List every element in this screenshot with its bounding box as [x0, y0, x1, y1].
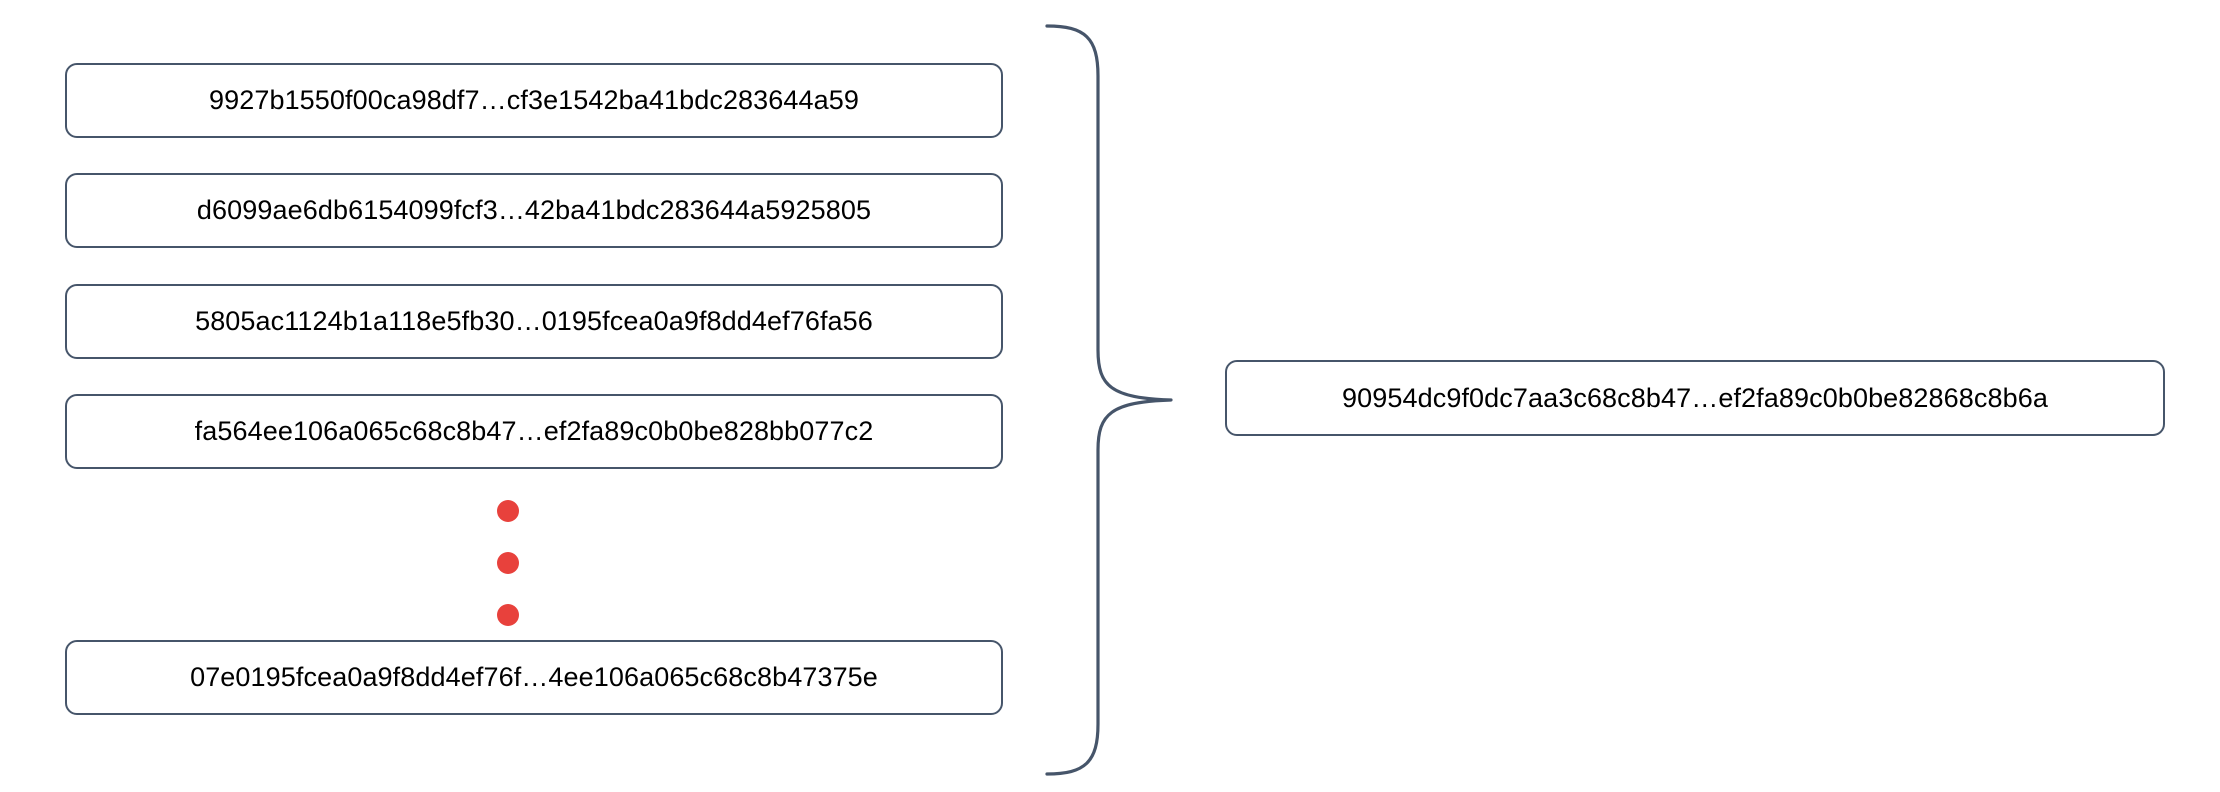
vertical-ellipsis-icon [497, 500, 521, 628]
ellipsis-dot-1 [497, 500, 519, 522]
input-hash-text-last: 07e0195fcea0a9f8dd4ef76f…4ee106a065c68c8… [190, 662, 878, 692]
input-hash-box-4: fa564ee106a065c68c8b47…ef2fa89c0b0be828b… [65, 394, 1003, 469]
input-hash-text-4: fa564ee106a065c68c8b47…ef2fa89c0b0be828b… [194, 416, 874, 446]
output-hash-box: 90954dc9f0dc7aa3c68c8b47…ef2fa89c0b0be82… [1225, 360, 2165, 436]
input-hash-box-2: d6099ae6db6154099fcf3…42ba41bdc283644a59… [65, 173, 1003, 248]
input-hash-box-1: 9927b1550f00ca98df7…cf3e1542ba41bdc28364… [65, 63, 1003, 138]
input-hash-text-3: 5805ac1124b1a118e5fb30…0195fcea0a9f8dd4e… [195, 306, 873, 336]
grouping-brace-icon [1045, 24, 1173, 776]
input-hash-box-3: 5805ac1124b1a118e5fb30…0195fcea0a9f8dd4e… [65, 284, 1003, 359]
input-hash-box-last: 07e0195fcea0a9f8dd4ef76f…4ee106a065c68c8… [65, 640, 1003, 715]
ellipsis-dot-2 [497, 552, 519, 574]
ellipsis-dot-3 [497, 604, 519, 626]
input-hash-text-2: d6099ae6db6154099fcf3…42ba41bdc283644a59… [196, 195, 872, 225]
output-hash-text: 90954dc9f0dc7aa3c68c8b47…ef2fa89c0b0be82… [1342, 382, 2048, 413]
input-hash-text-1: 9927b1550f00ca98df7…cf3e1542ba41bdc28364… [208, 85, 859, 115]
